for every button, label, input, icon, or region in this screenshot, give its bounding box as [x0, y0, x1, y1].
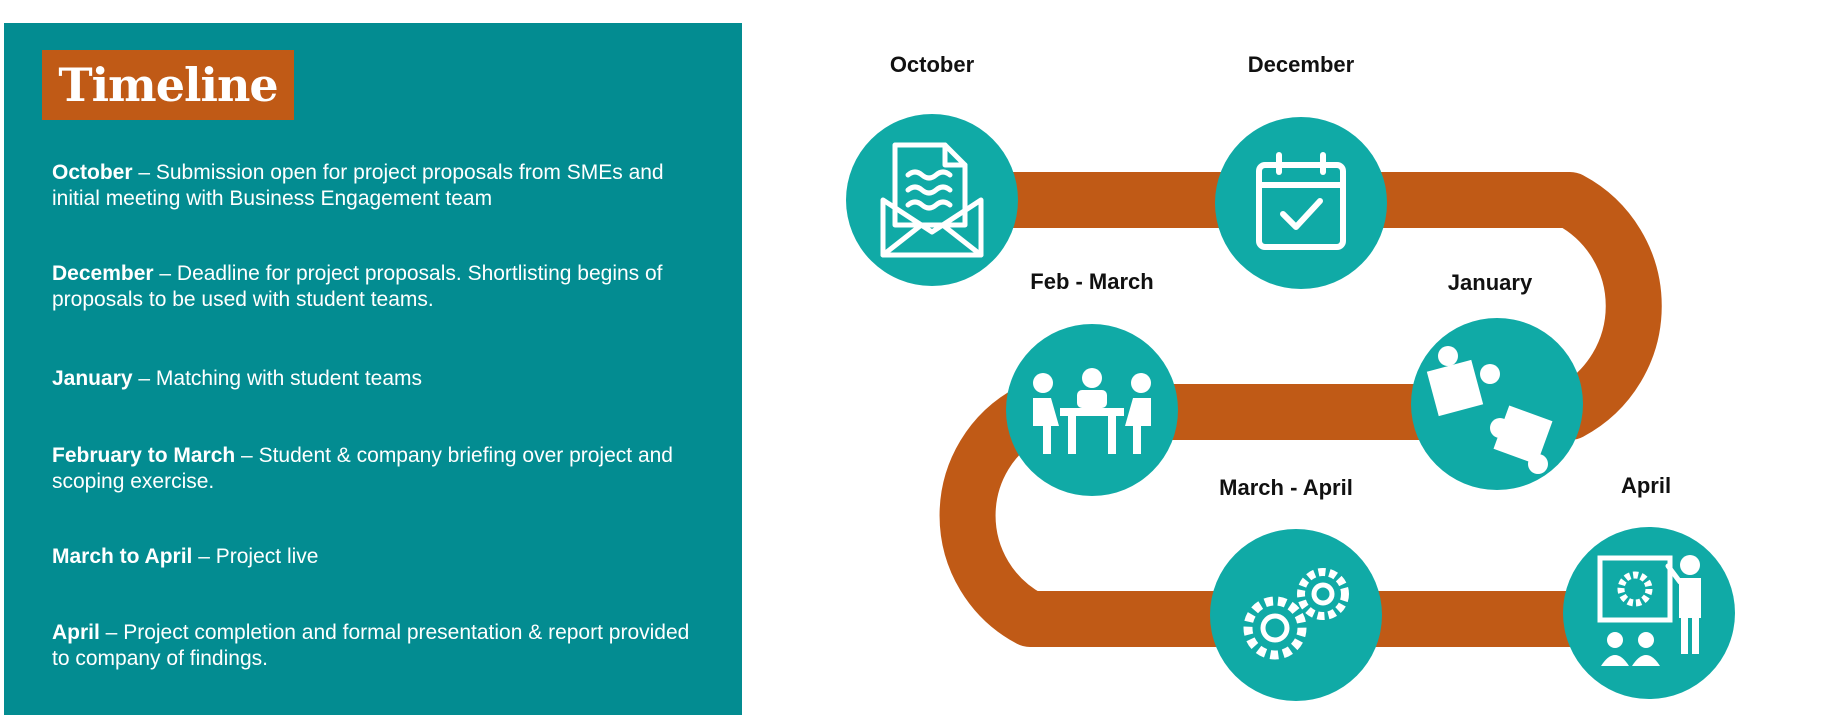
label-april: April [1621, 473, 1671, 498]
title-badge: Timeline [42, 50, 294, 120]
calendar-check-icon [1256, 152, 1346, 250]
entry-desc: – Project live [192, 545, 319, 568]
entry-february-march: February to March – Student & company br… [52, 443, 702, 495]
entry-term: February to March [52, 444, 236, 467]
page-title: Timeline [58, 58, 278, 112]
entry-term: March to April [52, 545, 193, 568]
entry-desc: – Student & company briefing over projec… [52, 444, 673, 493]
timeline-panel: Timeline October – Submission open for p… [4, 23, 742, 715]
milestone-april [1563, 527, 1735, 699]
milestone-circle [1215, 117, 1387, 289]
label-feb-march: Feb - March [1030, 269, 1153, 294]
milestone-circle [846, 114, 1018, 286]
milestone-circle [1210, 529, 1382, 701]
entry-desc: – Submission open for project proposals … [52, 161, 664, 210]
label-october: October [890, 52, 975, 77]
entry-december: December – Deadline for project proposal… [52, 261, 702, 313]
entry-january: January – Matching with student teams [52, 366, 702, 392]
label-december: December [1248, 52, 1355, 77]
entry-october: October – Submission open for project pr… [52, 160, 702, 212]
entry-desc: – Project completion and formal presenta… [52, 621, 690, 670]
timeline-path [930, 172, 1662, 647]
entry-april: April – Project completion and formal pr… [52, 620, 702, 672]
puzzle-icon [1426, 346, 1553, 474]
milestone-december [1215, 117, 1387, 289]
label-march-april: March - April [1219, 475, 1353, 500]
label-january: January [1448, 270, 1533, 295]
presentation-icon [1597, 555, 1701, 666]
meeting-table-icon [1033, 368, 1151, 454]
entry-desc: – Matching with student teams [132, 367, 423, 390]
milestone-january [1411, 318, 1583, 490]
entry-term: December [52, 262, 154, 285]
entry-term: April [52, 621, 100, 644]
entry-march-april: March to April – Project live [52, 544, 702, 570]
entry-desc: – Deadline for project proposals. Shortl… [52, 262, 663, 311]
envelope-letter-icon [880, 142, 984, 258]
milestone-circle [1563, 527, 1735, 699]
entry-term: January [52, 367, 133, 390]
milestone-october [846, 114, 1018, 286]
milestone-march-april [1210, 529, 1382, 701]
gears-icon [1243, 568, 1349, 660]
entry-term: October [52, 161, 133, 184]
milestone-feb-march [1006, 324, 1178, 496]
